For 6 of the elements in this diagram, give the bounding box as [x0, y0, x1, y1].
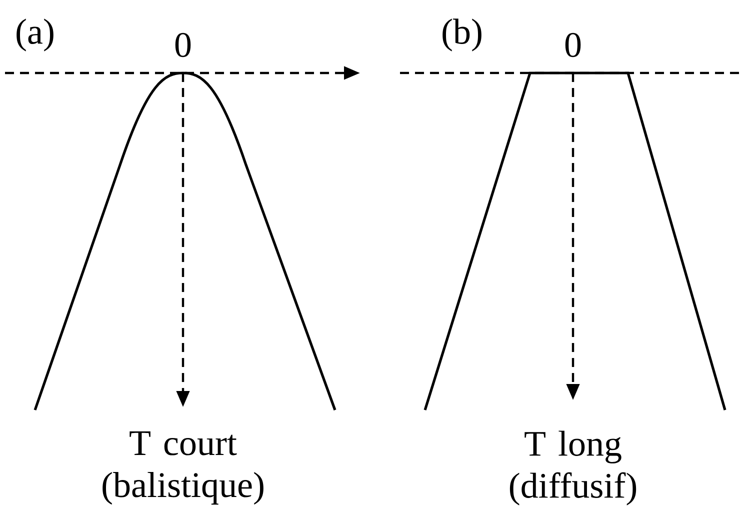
- panel-label: (a): [16, 18, 54, 52]
- panel-label: (b): [442, 18, 482, 52]
- axis-label: 0: [175, 32, 191, 58]
- curve-caption: T court (balistique): [102, 431, 264, 505]
- curve-caption: T long (diffusif): [510, 430, 636, 506]
- axis-label: 0: [565, 32, 581, 58]
